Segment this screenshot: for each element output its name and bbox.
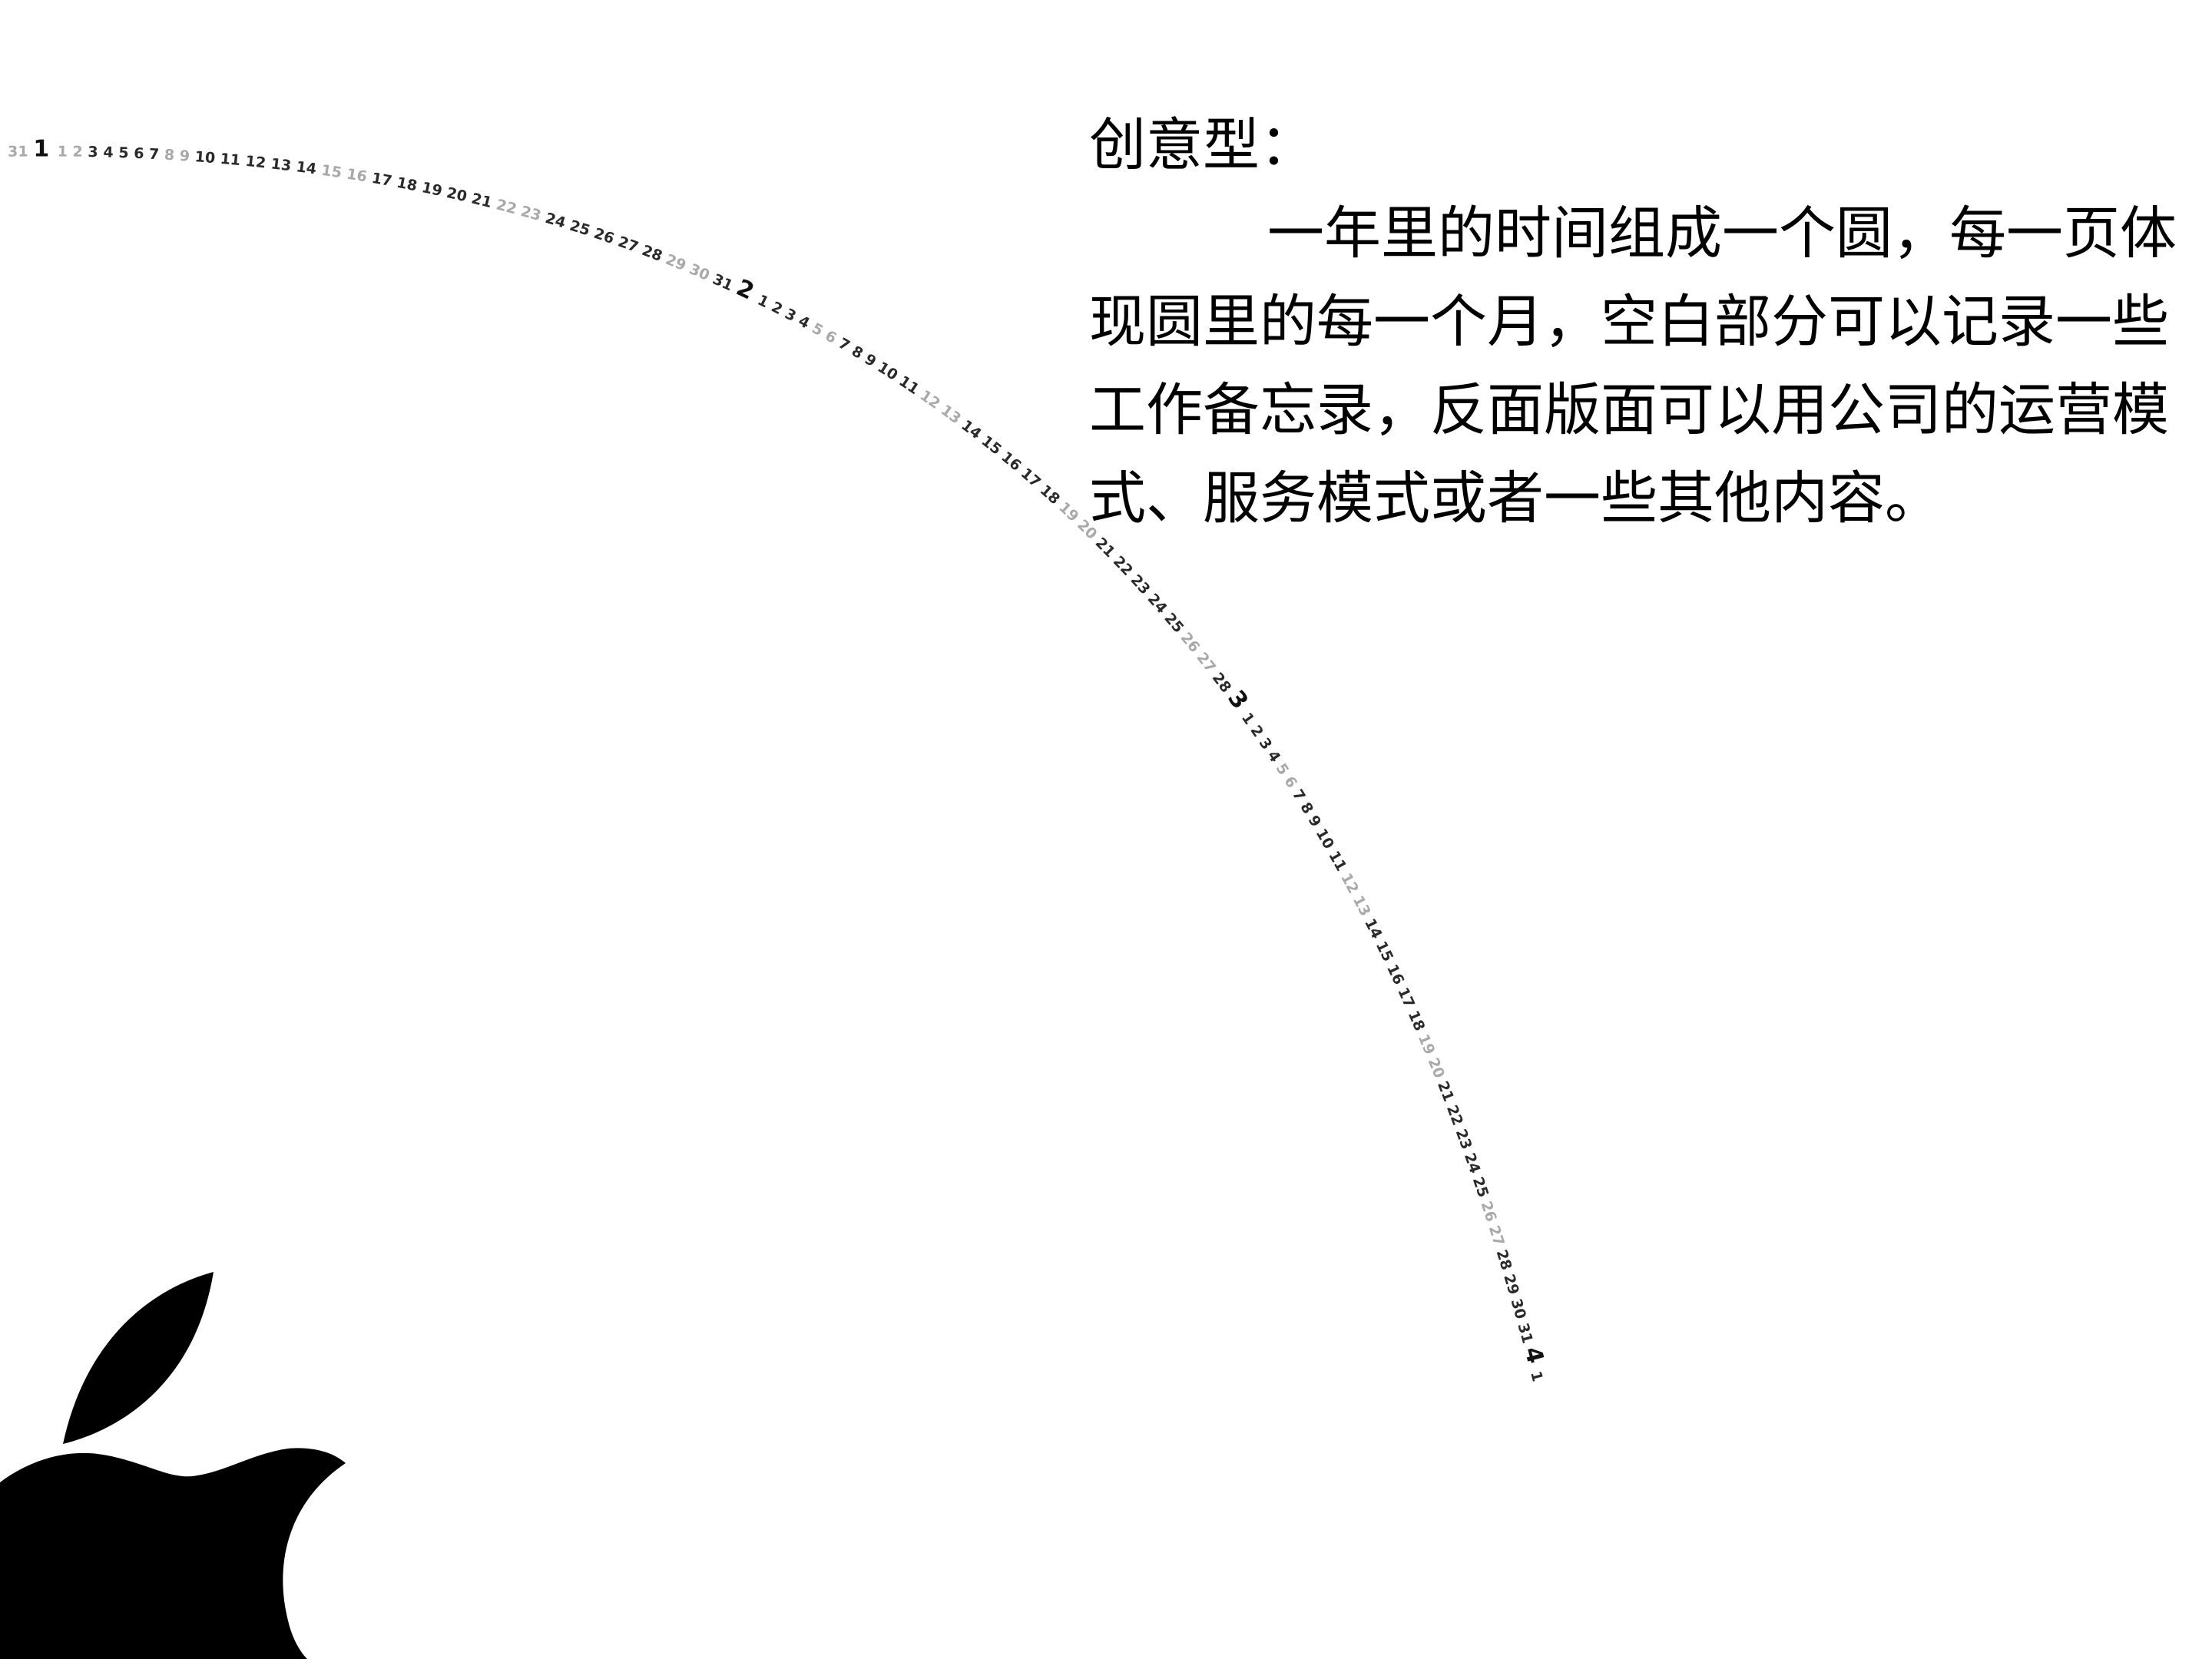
calendar-day: 24 [1461, 1151, 1485, 1180]
calendar-day: 5 [118, 144, 134, 162]
calendar-day: 15 [320, 162, 348, 183]
calendar-day: 3 [88, 144, 103, 161]
calendar-day: 29 [1500, 1272, 1523, 1301]
calendar-day: 23 [519, 203, 548, 226]
calendar-day: 6 [134, 145, 150, 163]
calendar-day: 17 [370, 170, 398, 190]
calendar-day: 31 [1514, 1321, 1537, 1350]
calendar-day: 19 [420, 179, 449, 200]
calendar-day: 1 [1527, 1369, 1546, 1383]
calendar-day: 25 [568, 217, 597, 241]
calendar-day: 9 [179, 147, 195, 165]
description-block: 创意型： 一年里的时间组成一个圆，每一页体现圆里的每一个月，空白部分可以记录一些… [1089, 101, 2195, 543]
calendar-day: 20 [445, 184, 473, 207]
calendar-day: 11 [220, 151, 247, 170]
calendar-day: 31 [8, 143, 34, 160]
apple-leaf [63, 1272, 214, 1444]
calendar-day: 14 [295, 158, 323, 178]
calendar-day: 22 [495, 196, 524, 219]
calendar-day: 25 [1469, 1175, 1493, 1205]
calendar-day: 21 [470, 190, 499, 212]
calendar-month-label: 1 [33, 135, 57, 162]
calendar-day: 18 [396, 174, 424, 196]
calendar-day: 4 [103, 144, 119, 161]
calendar-day: 10 [194, 148, 221, 167]
calendar-day: 2 [72, 144, 88, 161]
calendar-day: 23 [1452, 1127, 1477, 1157]
calendar-day: 8 [164, 147, 180, 164]
apple-body [0, 1448, 346, 1659]
calendar-day: 26 [1477, 1199, 1501, 1228]
calendar-day: 7 [148, 146, 164, 164]
calendar-day: 16 [346, 166, 373, 187]
calendar-day: 30 [1508, 1297, 1531, 1326]
calendar-day: 1 [58, 143, 73, 160]
calendar-day: 26 [591, 225, 621, 250]
apple-logo-icon [0, 1272, 346, 1659]
calendar-day: 27 [1485, 1224, 1509, 1253]
description-text: 一年里的时间组成一个圆，每一页体现圆里的每一个月，空白部分可以记录一些工作备忘录… [1089, 200, 2177, 531]
calendar-day: 12 [245, 153, 272, 172]
calendar-day: 24 [543, 210, 572, 233]
heading: 创意型： [1089, 112, 1316, 178]
calendar-day: 28 [1493, 1247, 1517, 1277]
calendar-day: 13 [270, 155, 298, 175]
